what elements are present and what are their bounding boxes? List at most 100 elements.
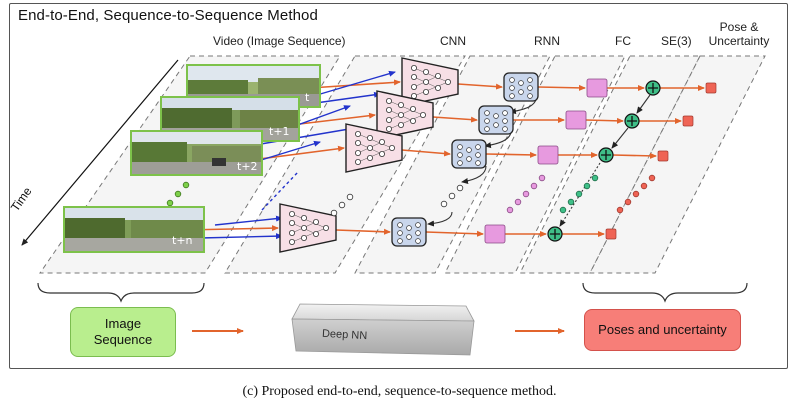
cnn-ellipsis-dot [330, 209, 338, 217]
rnn-block-tn-neuron [415, 222, 421, 228]
cnn-block-t2-neuron [378, 150, 385, 157]
se3-node-tn [547, 226, 563, 242]
header-pose: Pose & Uncertainty [705, 20, 773, 48]
rnn-block-t-neuron [509, 93, 515, 99]
deep-nn-slab-top [291, 303, 475, 322]
rnn-ellipsis-dot [456, 184, 464, 192]
blue-arrow-d [254, 126, 356, 146]
rnn-block-t2-neuron [457, 152, 463, 158]
cnn-block-t1-neuron [397, 112, 404, 119]
cnn-block-tn-neuron [312, 230, 319, 237]
se3-node-t2-plus [601, 150, 611, 160]
cnn-block-tn-neuron [300, 224, 307, 231]
fc-ellipsis-dot [506, 206, 514, 214]
input-box-line2: Sequence [93, 332, 153, 347]
cnn-block-t2-neuron [366, 144, 373, 151]
rnn-block-t1-neuron [484, 118, 490, 124]
frame-ellipsis-dot [174, 190, 182, 198]
cnn-block-t1-neuron [409, 118, 416, 125]
arrow-cnn-rnn-t1 [432, 116, 478, 123]
header-rnn: RNN [534, 34, 560, 48]
rnn-block-tn-neuron [397, 230, 403, 236]
cnn-block-tn-neuron [312, 218, 319, 225]
cnn-block-tn-neuron [288, 238, 295, 245]
rnn-block-t-neuron [518, 80, 524, 86]
cnn-block-t-neuron [434, 85, 441, 92]
cnn-block-tn-edges [291, 213, 327, 243]
plane-fc [444, 55, 626, 274]
rnn-block-t2-neuron [457, 160, 463, 166]
fc-block-t1 [565, 110, 587, 130]
blue-arrow-f [214, 215, 283, 226]
pose-ellipsis-dot [624, 198, 632, 206]
se3-node-t1-plus [627, 116, 637, 126]
se3-node-t [645, 80, 661, 96]
cnn-ellipsis-dot [338, 201, 346, 209]
rnn-block-t1-neuron [493, 113, 499, 119]
se3-ellipsis-dot [575, 190, 583, 198]
rnn-block-tn-neuron [397, 238, 403, 244]
rnn-block-t-neuron [509, 77, 515, 83]
figure-caption: (c) Proposed end-to-end, sequence-to-seq… [242, 384, 557, 399]
rnn-ellipsis-dot [448, 192, 456, 200]
rnn-block-t2-neuron [475, 144, 481, 150]
se3-ellipsis-dot [559, 206, 567, 214]
se3-node-tn-plus [550, 229, 560, 239]
rnn-block-t2-shape [451, 139, 487, 169]
cnn-block-t2-neuron [354, 149, 361, 156]
header-cnn: CNN [440, 34, 466, 48]
se3-ellipsis-dot [583, 182, 591, 190]
arrow-cnn-rnn-tn [335, 228, 391, 235]
se3-node-t-plus [648, 83, 658, 93]
rnn-block-t1-neuron [484, 110, 490, 116]
cnn-block-t2-neuron [354, 139, 361, 146]
fc-block-tn [484, 224, 506, 244]
fc-ellipsis-dot [538, 174, 546, 182]
rnn-block-t2 [451, 139, 487, 169]
header-pose-line1: Pose & [719, 20, 759, 34]
frame-ellipsis-dot [182, 181, 190, 189]
fc-block-t [586, 78, 608, 98]
input-box-line1: Image [104, 316, 142, 331]
video-frame-tn [63, 206, 205, 253]
cnn-block-tn-neuron [322, 224, 329, 231]
arrow-rnn-fc-t2 [485, 151, 537, 158]
output-bracket [582, 282, 748, 303]
cnn-block-t2-neuron [388, 144, 395, 151]
pose-ellipsis-dot [616, 206, 624, 214]
pose-ellipsis-dot [648, 174, 656, 182]
arrow-fc-se3-t1 [585, 117, 624, 124]
cnn-block-t1-neuron [385, 126, 392, 133]
input-image-sequence-box: Image Sequence [70, 307, 176, 357]
rnn-block-t1-neuron [484, 126, 490, 132]
output-poses-box: Poses and uncertainty [584, 309, 741, 351]
cnn-block-t1-neuron [385, 98, 392, 105]
cnn-block-t1-neuron [385, 117, 392, 124]
cnn-block-t-neuron [410, 84, 417, 91]
se3-compose-1 [636, 94, 651, 114]
frame-ellipsis-dot [166, 199, 174, 207]
rnn-block-tn [391, 217, 427, 247]
blue-arrow-g [199, 233, 283, 240]
diagram-title: End-to-End, Sequence-to-Sequence Method [18, 7, 318, 24]
rnn-block-t2-neuron [457, 144, 463, 150]
frame-label-t2: t+2 [237, 160, 258, 173]
se3-ellipsis-dot [591, 174, 599, 182]
pose-output-t2 [657, 150, 669, 162]
rnn-block-t1-shape [478, 105, 514, 135]
rnn-block-t2-neuron [466, 147, 472, 153]
deep-nn-label: Deep NN [321, 327, 368, 343]
cnn-block-t-neuron [444, 79, 451, 86]
pose-output-tn [605, 228, 617, 240]
arrow-cnn-rnn-t [457, 83, 503, 90]
cnn-block-tn-neuron [288, 219, 295, 226]
rnn-block-tn-neuron [415, 238, 421, 244]
rnn-block-tn-neuron [415, 230, 421, 236]
cnn-block-tn-neuron [288, 229, 295, 236]
fc-ellipsis-dot [522, 190, 530, 198]
rnn-block-t1-neuron [493, 122, 499, 128]
frame-label-tn: t+n [172, 234, 193, 247]
header-video: Video (Image Sequence) [213, 34, 346, 48]
frame-label-t: t [305, 91, 310, 104]
